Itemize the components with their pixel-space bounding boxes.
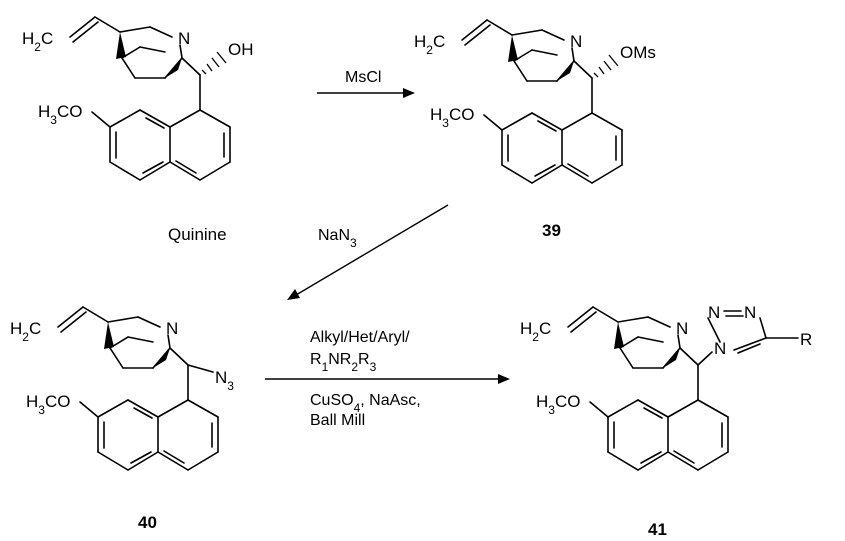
c41-triazole-ring [697,310,799,366]
c40-azide-label: N3 [215,368,234,393]
c40-vinyl-label: H2C [10,319,41,344]
quinine-n-label: N [178,29,190,48]
compound-39: H2C N OMs H3CO 39 [414,19,656,240]
arrow-step3 [265,374,510,384]
quinine-caption: Quinine [168,225,227,244]
quinine-oh-label: OH [228,40,254,59]
c41-vinyl-label: H2C [520,319,551,344]
c39-vinyl-label: H2C [414,32,445,57]
step3-reagent-line2: R1NR2R3 [310,351,377,374]
c39-oms-label: OMs [620,43,656,62]
compound-41: H2C N N N N R H3CO 41 [520,303,812,539]
c39-hashed-bond [593,54,619,78]
c41-n3-label: N [744,303,756,322]
c40-number: 40 [138,513,157,532]
c39-methoxy-label: H3CO [430,105,474,130]
c41-n2-label: N [708,303,720,322]
c40-n-label: N [166,319,178,338]
c41-number: 41 [648,520,667,539]
arrow-step2 [287,204,449,300]
quinine-hashed-bond [201,51,227,75]
c41-methoxy-label: H3CO [536,392,580,417]
arrow-step1 [317,88,415,98]
c40-methoxy-label: H3CO [26,392,70,417]
step2-reagent: NaN3 [318,227,357,250]
compound-quinine: H2C N OH H3CO Quinine [22,16,254,244]
step1-reagent: MsCl [345,69,381,86]
c39-number: 39 [542,221,561,240]
step3-reagent-line3: CuSO4, NaAsc, [310,392,421,415]
c41-n-label: N [676,319,688,338]
c41-n1-label: N [714,339,726,358]
c39-n-label: N [570,32,582,51]
step3-reagent-line4: Ball Mill [310,412,365,429]
compound-40: H2C N N3 H3CO 40 [10,306,234,532]
quinine-methoxy-label: H3CO [38,102,82,127]
quinine-vinyl-label: H2C [22,29,53,54]
c41-r-label: R [800,330,812,349]
step3-reagent-line1: Alkyl/Het/Aryl/ [310,329,410,346]
